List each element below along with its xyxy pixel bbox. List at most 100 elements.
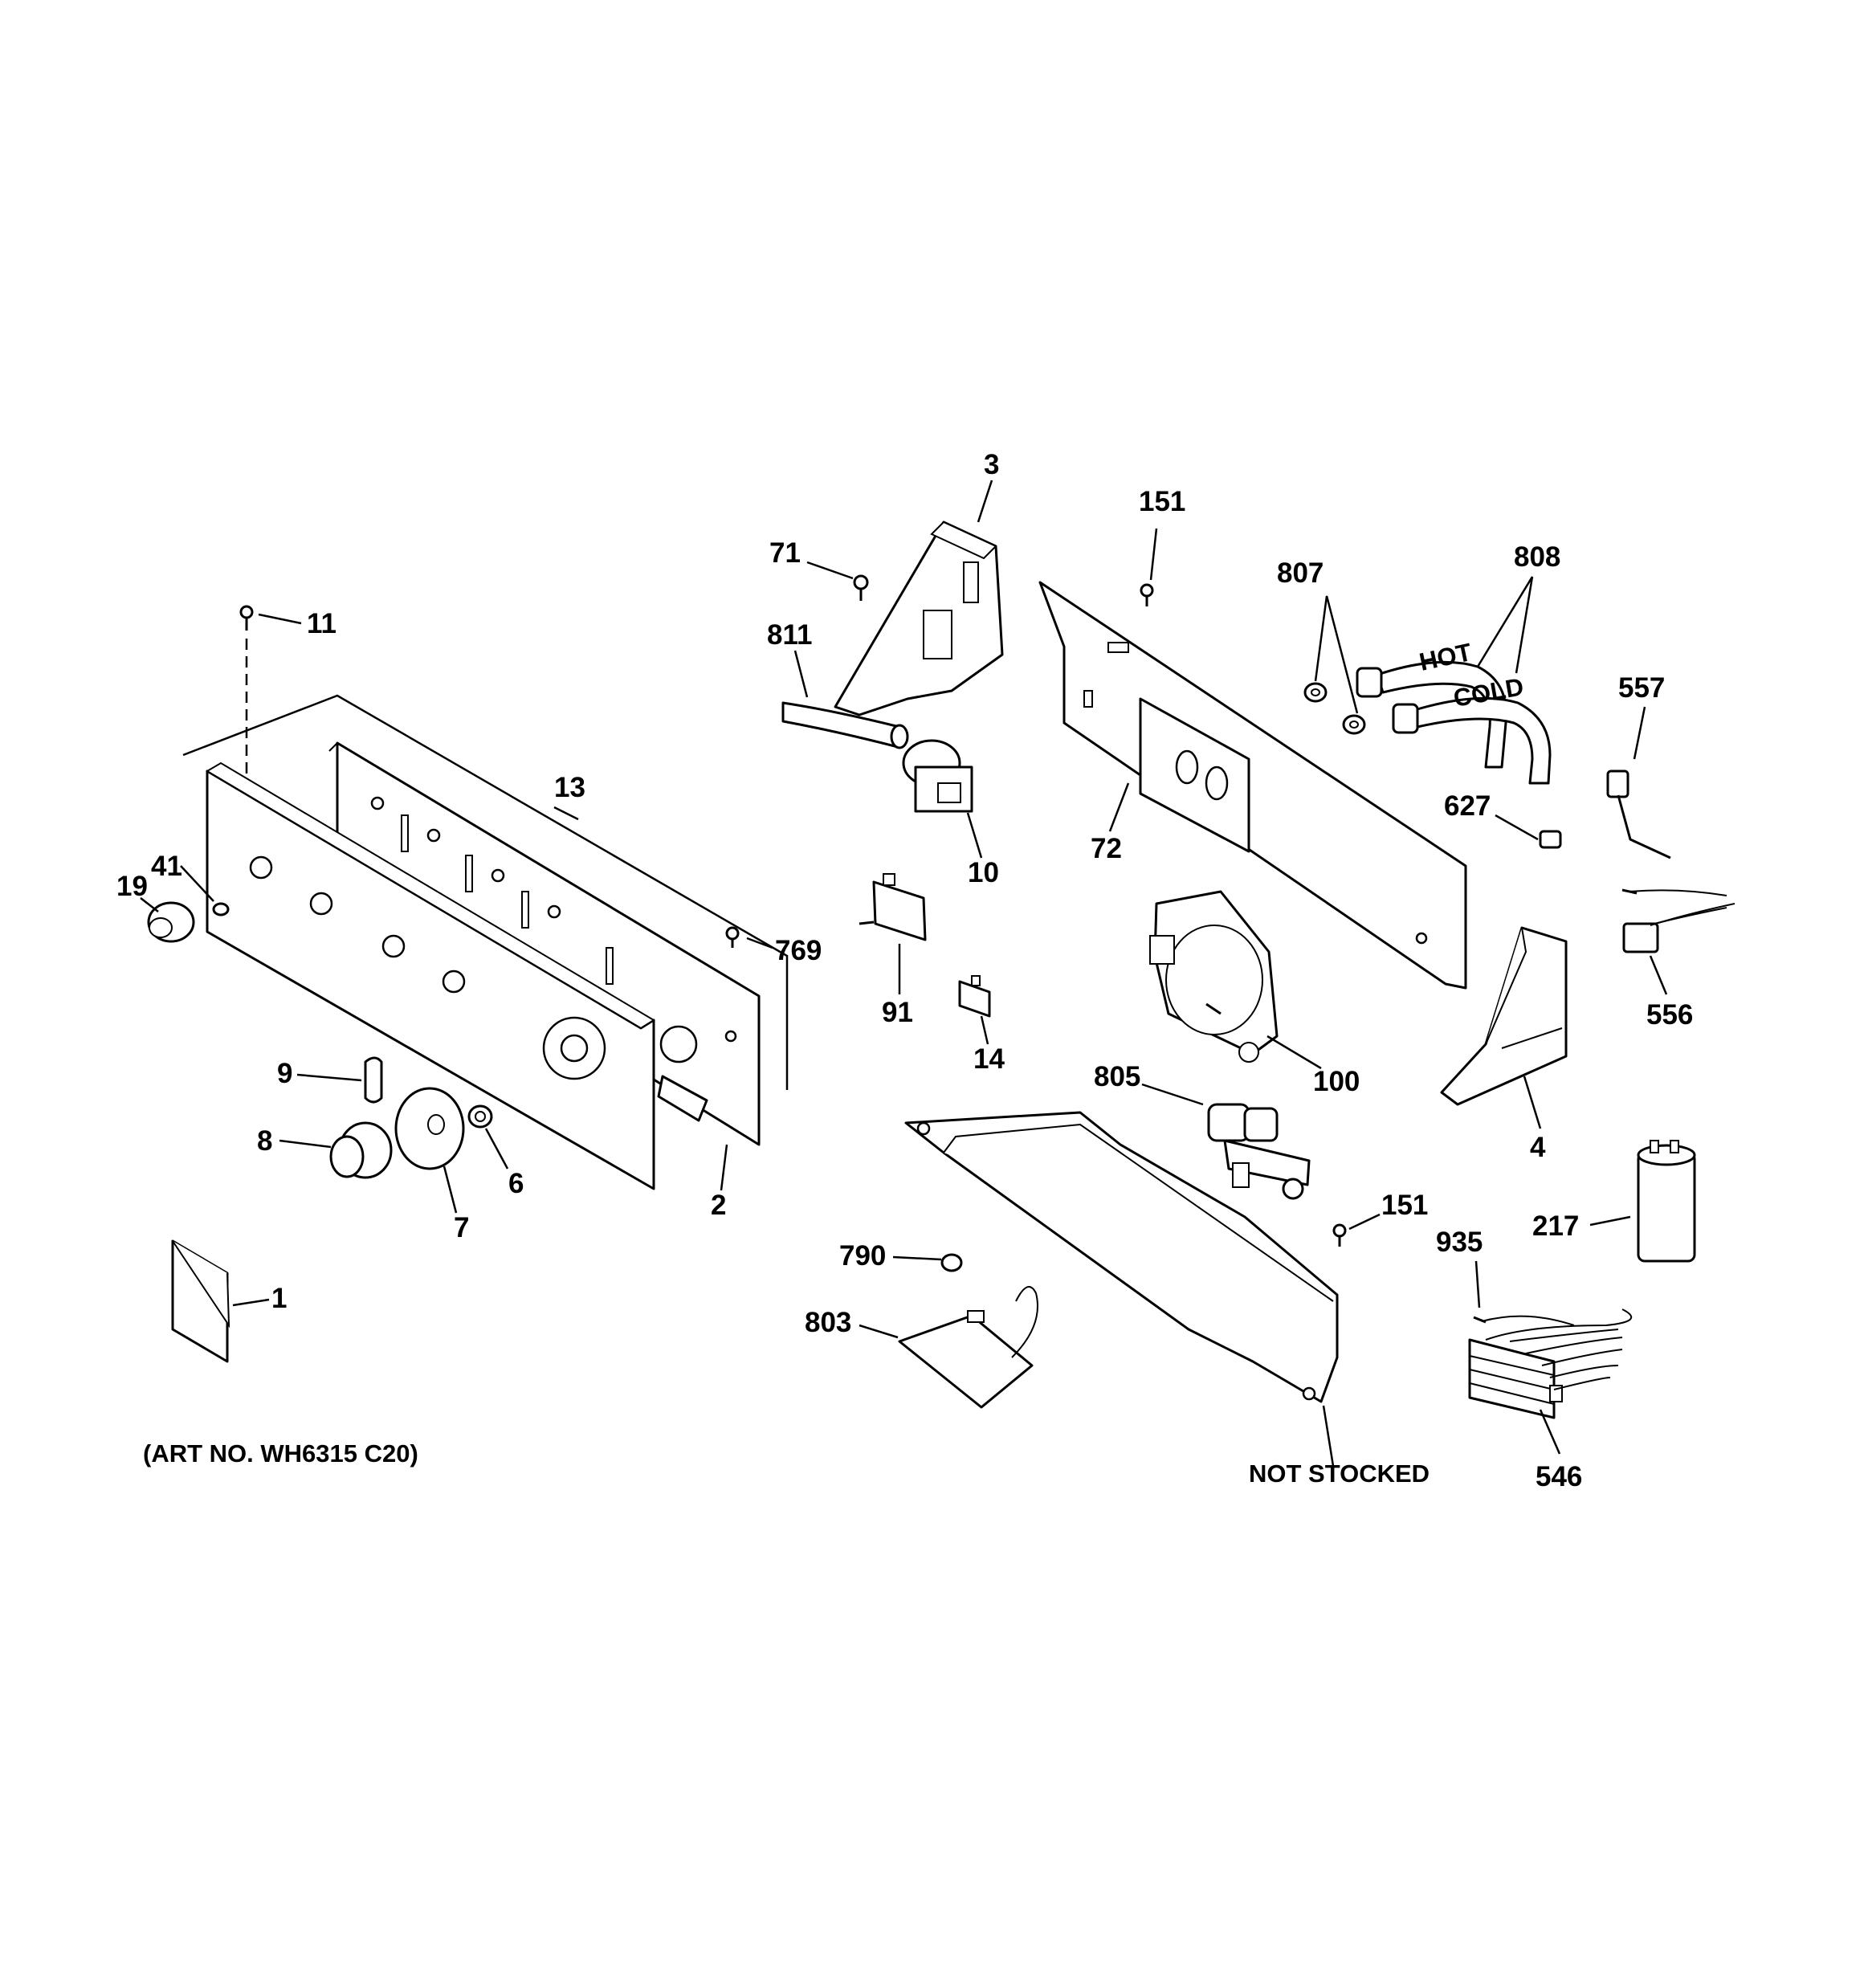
leader-2 [720, 1144, 728, 1191]
leader-557 [1633, 706, 1646, 760]
callout-10: 10 [968, 857, 999, 888]
callout-11: 11 [307, 608, 336, 639]
callout-556: 556 [1646, 999, 1693, 1031]
harness-wires-935 [1473, 1308, 1633, 1390]
dispenser-803 [898, 1286, 1038, 1409]
leader-808 [1476, 576, 1534, 674]
callout-71: 71 [769, 537, 801, 569]
leader-19 [140, 897, 159, 912]
clamp-790 [940, 1253, 963, 1272]
callout-790: 790 [839, 1240, 886, 1272]
leader-10 [966, 812, 983, 859]
callout-72: 72 [1091, 833, 1122, 864]
callout-9: 9 [277, 1058, 292, 1089]
leader-803 [859, 1324, 899, 1339]
leader-14 [980, 1015, 989, 1045]
bracket-3 [834, 520, 1004, 716]
callout-14: 14 [973, 1043, 1005, 1075]
timer-100 [1149, 890, 1279, 1063]
leader-72 [1108, 782, 1130, 832]
callout-19: 19 [116, 871, 148, 902]
leader-151a [1149, 528, 1158, 581]
callout-557: 557 [1618, 672, 1665, 704]
capacitor-217 [1637, 1140, 1696, 1263]
callout-1: 1 [271, 1283, 287, 1314]
callout-811: 811 [767, 619, 812, 651]
washers-807 [1303, 682, 1366, 735]
leader-not-stocked [1322, 1405, 1335, 1467]
leader-41 [180, 865, 214, 902]
callout-627: 627 [1444, 790, 1491, 822]
fill-hoses-808: HOT COLD [1356, 638, 1552, 785]
callout-2: 2 [711, 1190, 726, 1221]
callout-546: 546 [1536, 1461, 1582, 1492]
knob-8 [329, 1121, 393, 1179]
set-screw-41 [212, 902, 230, 916]
clip-9 [364, 1056, 383, 1104]
tube-811 [781, 701, 909, 749]
leader-4 [1523, 1076, 1542, 1129]
callout-151a: 151 [1139, 486, 1185, 517]
bottom-plate-not-stocked [904, 1111, 1339, 1403]
rear-panel-72 [1038, 581, 1467, 990]
leader-8 [279, 1139, 332, 1149]
callout-41: 41 [151, 851, 182, 882]
screw-151b [1332, 1223, 1347, 1247]
knob-19 [147, 901, 195, 943]
callout-217: 217 [1532, 1210, 1579, 1242]
clip-627 [1539, 830, 1562, 849]
leader-807 [1314, 595, 1359, 714]
switch-14 [958, 975, 991, 1018]
art-number: (ART NO. WH6315 C20) [143, 1439, 418, 1468]
leader-71 [806, 561, 854, 580]
panel-bracket-line [182, 694, 789, 1090]
leader-935 [1474, 1260, 1481, 1308]
water-valve-805 [1207, 1103, 1311, 1200]
pressure-switch-10 [902, 739, 973, 813]
leader-6 [484, 1128, 509, 1170]
leader-9 [296, 1073, 362, 1082]
screw-151a [1140, 583, 1154, 606]
callout-803: 803 [805, 1307, 851, 1338]
callout-3: 3 [984, 449, 999, 480]
leader-790 [892, 1255, 942, 1261]
callout-769: 769 [775, 935, 822, 966]
screw-769 [725, 926, 740, 948]
harness-556 [1621, 888, 1735, 953]
callout-13: 13 [554, 772, 585, 803]
screw-71 [853, 574, 869, 601]
leader-627 [1495, 814, 1539, 841]
callout-808: 808 [1514, 541, 1560, 573]
leader-811 [793, 650, 809, 698]
callout-805: 805 [1094, 1061, 1140, 1092]
leader-1 [232, 1298, 270, 1307]
callout-8: 8 [257, 1125, 272, 1157]
control-panel-front-13 [206, 761, 655, 1190]
leader-100 [1266, 1035, 1322, 1070]
leader-556 [1649, 955, 1668, 995]
callout-6: 6 [508, 1168, 524, 1199]
leader-217 [1589, 1215, 1631, 1227]
leader-11 [258, 613, 302, 625]
leader-805 [1141, 1083, 1204, 1106]
leader-769 [746, 937, 773, 949]
nut-6 [467, 1104, 493, 1129]
callout-91: 91 [882, 997, 913, 1028]
side-bracket-4 [1440, 926, 1568, 1106]
callout-151b: 151 [1381, 1190, 1428, 1221]
cord-557 [1606, 769, 1671, 859]
leader-151b [1348, 1213, 1381, 1231]
harness-546 [1468, 1338, 1563, 1419]
callout-100: 100 [1313, 1066, 1360, 1097]
callout-7: 7 [454, 1212, 469, 1243]
leader-7 [443, 1165, 458, 1214]
callout-935: 935 [1436, 1227, 1483, 1258]
leader-3 [977, 480, 993, 523]
screw-11 [239, 605, 254, 631]
dial-7 [394, 1087, 465, 1170]
callout-4: 4 [1530, 1132, 1546, 1163]
leader-546 [1539, 1409, 1561, 1455]
leader-13 [553, 806, 579, 821]
literature-envelope-1 [171, 1239, 230, 1363]
